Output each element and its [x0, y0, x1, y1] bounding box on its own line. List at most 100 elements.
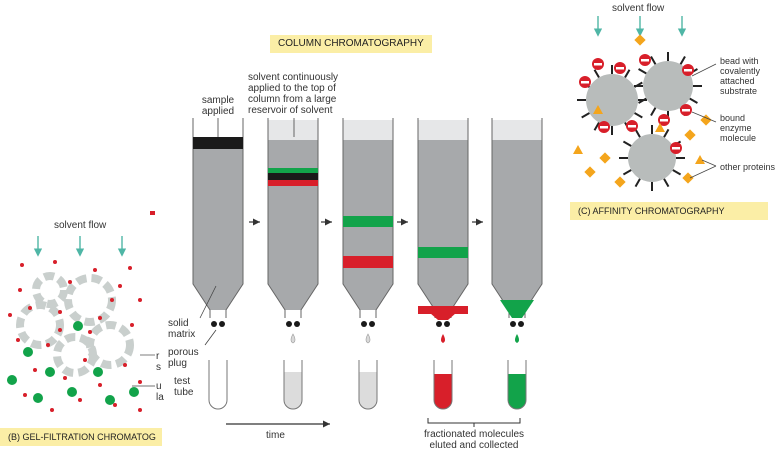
small-protein — [98, 316, 102, 320]
substrate-spike — [581, 112, 590, 119]
small-protein — [128, 266, 132, 270]
other-protein — [695, 155, 705, 164]
small-protein — [130, 323, 134, 327]
small-protein — [78, 398, 82, 402]
small-protein — [118, 284, 122, 288]
band-green — [268, 168, 318, 173]
column-title: COLUMN CHROMATOGRAPHY — [270, 35, 432, 53]
column-2 — [267, 118, 319, 410]
affinity-pointer — [701, 159, 717, 167]
red-mark — [150, 211, 155, 215]
column-glass — [192, 118, 244, 318]
large-protein — [45, 367, 55, 377]
gel-solvent-flow: solvent flow — [54, 220, 107, 231]
band-red — [343, 256, 393, 268]
substrate-spike — [689, 97, 698, 104]
small-protein — [20, 263, 24, 267]
column-1 — [192, 118, 244, 410]
small-protein — [83, 358, 87, 362]
solid-matrix — [492, 140, 542, 310]
test-tube — [433, 360, 453, 410]
small-protein — [23, 393, 27, 397]
affinity-pointer — [691, 63, 717, 77]
affinity-pointer — [689, 165, 717, 179]
drop-green — [515, 334, 519, 343]
large-protein — [93, 367, 103, 377]
solvent-reservoir — [418, 120, 468, 140]
large-protein — [23, 347, 33, 357]
plug-bead — [219, 321, 225, 327]
substrate-spike — [624, 69, 631, 78]
columns-group — [192, 118, 543, 410]
substrate-spike — [663, 128, 670, 138]
plug-bead — [211, 321, 217, 327]
solvent-reservoir — [492, 120, 542, 140]
test-tube — [208, 360, 228, 410]
substrate-spike — [638, 68, 647, 75]
label-porous-plug: porous plug — [168, 347, 199, 369]
large-protein — [105, 395, 115, 405]
substrate-spike — [622, 169, 632, 176]
other-protein — [684, 129, 696, 141]
substrate-spike — [593, 122, 600, 131]
substrate-spike — [679, 56, 686, 65]
porous-bead — [32, 272, 68, 308]
small-protein — [50, 408, 54, 412]
drop-clear — [290, 333, 296, 344]
small-protein — [33, 368, 37, 372]
other-protein — [599, 152, 611, 164]
small-protein — [123, 363, 127, 367]
affinity-bead — [586, 74, 638, 126]
enzyme-site — [616, 67, 624, 70]
band-red — [268, 180, 318, 186]
substrate-spike — [634, 178, 641, 188]
label-pointers — [199, 118, 295, 346]
substrate-spike — [593, 69, 600, 78]
plug-bead — [361, 321, 367, 327]
label-time: time — [266, 430, 285, 441]
enzyme-site — [672, 147, 680, 150]
affinity-caption: (C) AFFINITY CHROMATOGRAPHY — [570, 202, 768, 220]
label-solvent-continuously: solvent continuously applied to the top … — [248, 72, 339, 116]
tube-liquid — [284, 372, 302, 409]
column-4 — [417, 118, 469, 410]
small-protein — [18, 288, 22, 292]
tube-liquid — [359, 372, 377, 409]
affinity-solvent-flow: solvent flow — [612, 3, 665, 14]
column-3 — [342, 118, 394, 410]
small-protein — [58, 310, 62, 314]
small-protein — [8, 313, 12, 317]
substrate-spike — [634, 128, 641, 138]
enzyme-site — [660, 119, 668, 122]
drop-clear — [365, 333, 371, 344]
small-protein — [68, 280, 72, 284]
small-protein — [110, 298, 114, 302]
tube-liquid — [434, 374, 452, 409]
column-5 — [491, 118, 543, 410]
test-tube — [507, 360, 527, 410]
gel-filtration-panel — [7, 211, 155, 412]
small-protein — [53, 260, 57, 264]
affinity-panel — [573, 16, 717, 191]
other-protein — [593, 105, 603, 114]
small-protein — [88, 330, 92, 334]
small-protein — [113, 403, 117, 407]
small-protein — [138, 380, 142, 384]
enzyme-site — [684, 69, 692, 72]
other-protein — [573, 145, 583, 154]
substrate-spike — [650, 107, 657, 116]
test-tube — [358, 360, 378, 410]
large-protein — [73, 321, 83, 331]
gel-caption: (B) GEL-FILTRATION CHROMATOG — [0, 428, 162, 446]
affinity-pointer — [691, 111, 717, 123]
plug-bead — [444, 321, 450, 327]
other-protein — [682, 172, 694, 184]
small-protein — [138, 298, 142, 302]
plug-bead — [518, 321, 524, 327]
band-black — [193, 137, 243, 149]
solvent-reservoir — [343, 120, 393, 140]
porous-bead — [16, 301, 64, 349]
large-protein — [7, 375, 17, 385]
